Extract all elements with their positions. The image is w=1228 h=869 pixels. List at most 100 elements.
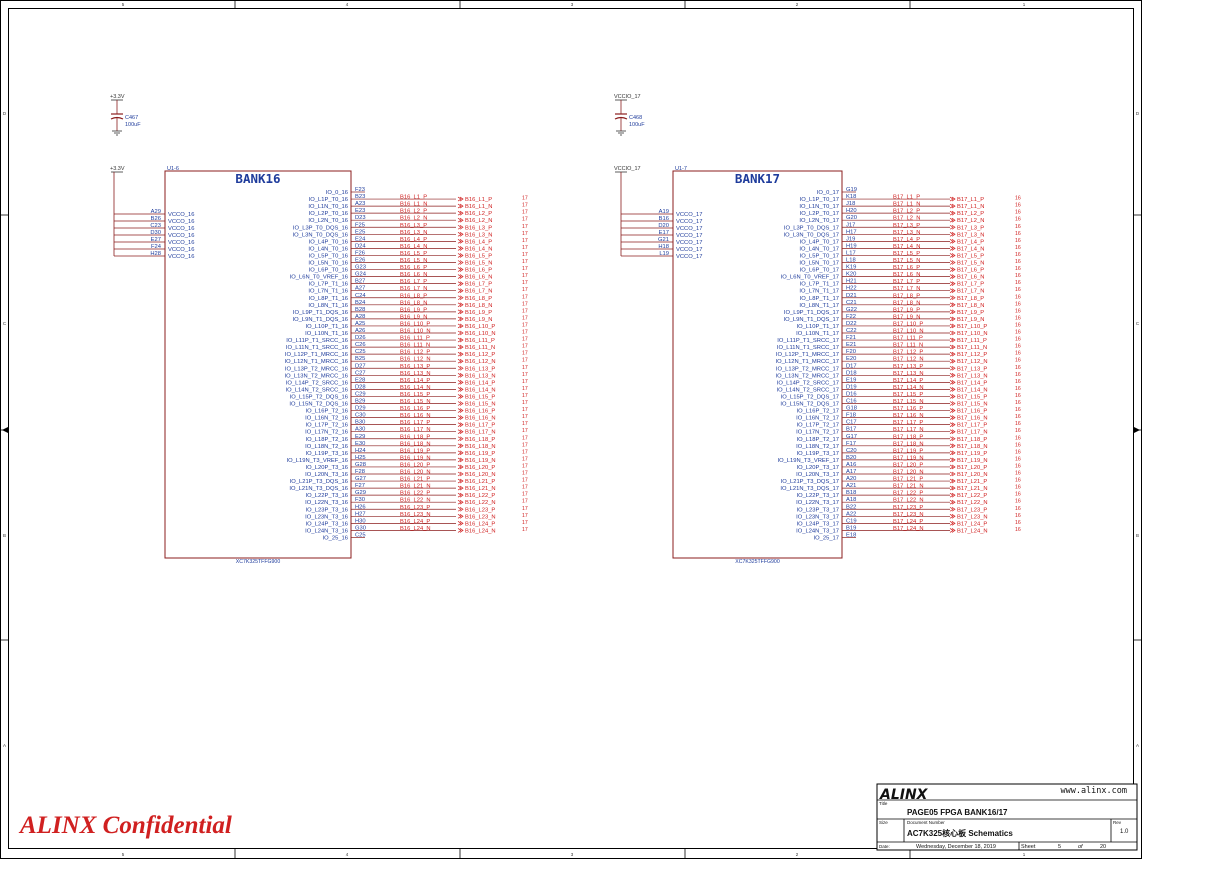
offpage-net-label: B16_L5_N (465, 261, 492, 267)
io-pin-name: IO_L10P_T1_17 (796, 324, 839, 330)
offpage-page-ref: 16 (1015, 217, 1021, 223)
net-label: B17_L18_N (893, 441, 924, 447)
net-label: B16_L21_N (400, 484, 431, 490)
io-pin-number: D24 (355, 243, 366, 249)
io-pin-name: IO_L21N_T3_DQS_17 (780, 486, 839, 492)
io-pin-number: C24 (355, 293, 366, 299)
offpage-connector-icon (457, 387, 464, 392)
offpage-connector-icon (949, 316, 956, 322)
io-pin-name: IO_L5N_T0_17 (799, 261, 839, 267)
frame-row-label-left: A (3, 743, 6, 748)
io-pin-number: G23 (355, 265, 366, 271)
offpage-page-ref: 17 (522, 280, 528, 286)
offpage-connector-icon (457, 330, 464, 336)
offpage-page-ref: 17 (522, 421, 528, 427)
net-label: B16_L14_P (400, 378, 430, 384)
offpage-net-label: B16_L22_P (465, 493, 495, 499)
io-pin-number: G19 (846, 187, 857, 193)
offpage-net-label: B16_L12_P (465, 352, 495, 358)
io-pin-number: K19 (846, 265, 856, 271)
offpage-net-label: B16_L7_N (465, 289, 492, 295)
offpage-page-ref: 17 (522, 407, 528, 413)
offpage-page-ref: 17 (522, 414, 528, 420)
vcc-pin-name: VCCO_16 (168, 254, 194, 260)
net-label: B17_L22_N (893, 498, 924, 504)
io-pin-number: B28 (355, 307, 365, 313)
offpage-page-ref: 17 (522, 513, 528, 519)
offpage-page-ref: 16 (1015, 238, 1021, 244)
net-label: B16_L4_P (400, 237, 427, 243)
io-pin-number: H24 (355, 448, 366, 454)
io-pin-name: IO_L24N_T3_16 (305, 528, 348, 534)
offpage-connector-icon (949, 232, 956, 237)
io-pin-number: C29 (355, 391, 366, 397)
io-pin-name: IO_L13P_T2_MRCC_17 (776, 366, 839, 372)
bank-ref: U1-7 (675, 166, 687, 172)
vcc-pin-number: C23 (150, 223, 161, 229)
offpage-connector-icon (949, 457, 956, 463)
offpage-connector-icon (949, 443, 956, 449)
offpage-net-label: B16_L17_P (465, 423, 495, 429)
io-pin-number: A20 (846, 476, 856, 482)
io-pin-number: C20 (846, 448, 857, 454)
io-pin-name: IO_L9N_T1_DQS_16 (293, 317, 348, 323)
frame-row-label-right: A (1136, 743, 1139, 748)
tb-website: www.alinx.com (1060, 786, 1127, 796)
offpage-connector-icon (457, 288, 464, 293)
io-pin-name: IO_L3P_T0_DQS_17 (784, 225, 839, 231)
io-pin-number: F21 (846, 335, 856, 341)
io-pin-name: IO_L15P_T2_DQS_16 (290, 394, 348, 400)
offpage-page-ref: 17 (522, 266, 528, 272)
vcc-pin-name: VCCO_17 (676, 254, 702, 260)
offpage-connector-icon (457, 485, 464, 491)
io-pin-number: H25 (355, 455, 366, 461)
offpage-connector-icon (457, 415, 464, 420)
io-pin-number: D21 (846, 293, 857, 299)
offpage-connector-icon (457, 450, 464, 456)
offpage-page-ref: 17 (522, 273, 528, 279)
io-pin-number: J19 (846, 236, 855, 242)
offpage-net-label: B16_L9_P (465, 310, 492, 316)
offpage-page-ref: 16 (1015, 280, 1021, 286)
offpage-connector-icon (949, 450, 956, 456)
io-pin-name: IO_L18P_T2_17 (796, 437, 839, 443)
offpage-net-label: B16_L8_N (465, 303, 492, 309)
offpage-connector-icon (949, 288, 956, 293)
frame-ticks (0, 0, 1141, 858)
io-pin-name: IO_L7N_T1_17 (799, 289, 839, 295)
io-pin-name: IO_L10N_T1_17 (796, 331, 839, 337)
frame-col-label-top: 1 (1023, 2, 1026, 7)
net-label: B16_L19_P (400, 448, 430, 454)
io-pin-number: B20 (846, 455, 856, 461)
io-pin-number: G24 (355, 272, 367, 278)
offpage-page-ref: 16 (1015, 301, 1021, 307)
net-label: B17_L11_N (893, 343, 923, 349)
offpage-page-ref: 16 (1015, 506, 1021, 512)
io-pin-number: F25 (355, 222, 365, 228)
offpage-net-label: B16_L18_N (465, 444, 496, 450)
io-pin-name: IO_0_16 (326, 190, 348, 196)
offpage-page-ref: 17 (522, 287, 528, 293)
offpage-net-label: B17_L11_P (957, 338, 987, 344)
net-label: B16_L22_P (400, 491, 430, 497)
io-pin-number: G28 (355, 462, 366, 468)
io-pin-number: E25 (355, 229, 365, 235)
frame-row-label-left: B (3, 533, 6, 538)
vcc-pin-number: G21 (658, 237, 669, 243)
vcc-pin-name: VCCO_16 (168, 240, 194, 246)
io-pin-number: B22 (846, 504, 856, 510)
io-pin-number: C22 (846, 328, 857, 334)
io-pin-number: B29 (355, 399, 365, 405)
io-pin-name: IO_L20N_T3_17 (796, 472, 839, 478)
offpage-connector-icon (949, 267, 956, 272)
offpage-net-label: B17_L22_P (957, 493, 987, 499)
io-pin-number: G17 (846, 434, 857, 440)
io-pin-number: C25 (355, 532, 366, 538)
net-label: B16_L3_P (400, 223, 427, 229)
offpage-page-ref: 16 (1015, 344, 1021, 350)
net-label: B17_L11_P (893, 336, 923, 342)
offpage-connector-icon (457, 394, 464, 399)
offpage-connector-icon (949, 217, 956, 223)
io-pin-name: IO_L6P_T0_16 (309, 268, 348, 274)
